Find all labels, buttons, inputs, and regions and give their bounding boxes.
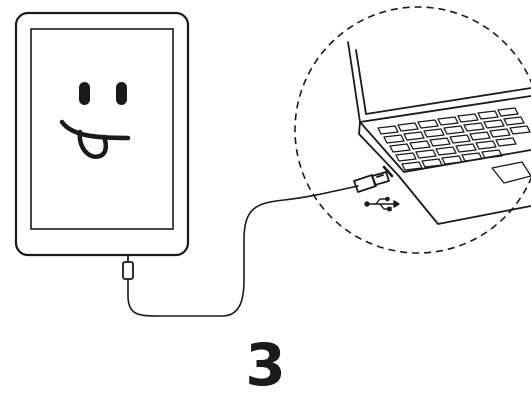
smiley-tongue: [77, 129, 108, 159]
smiley-face: [59, 82, 131, 159]
usb-icon: [364, 196, 400, 212]
laptop-zoom-circle: [294, 6, 531, 254]
smiley-mouth: [59, 119, 131, 141]
smiley-left-eye: [79, 82, 90, 105]
ereader-screen: [30, 28, 174, 230]
laptop-trackpad: [491, 161, 531, 184]
laptop-screen: [355, 49, 531, 115]
ereader-body: [14, 11, 190, 257]
micro-usb-plug: [122, 261, 134, 280]
laptop-usb-port: [382, 165, 394, 178]
ereader-device: [14, 11, 190, 257]
usb-cable: [122, 171, 390, 317]
smiley-right-eye: [116, 82, 127, 105]
cable-wire: [127, 185, 359, 317]
usb-a-plug: [353, 171, 390, 193]
laptop: [347, 41, 531, 225]
laptop-keyboard: [377, 107, 531, 171]
step-number: 3: [245, 331, 286, 399]
laptop-base: [358, 121, 531, 225]
